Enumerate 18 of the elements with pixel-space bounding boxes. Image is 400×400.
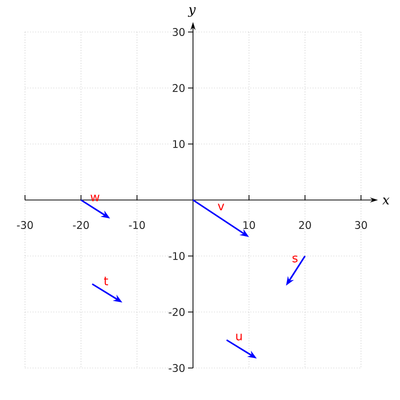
vector-label: t	[104, 276, 108, 286]
tick-label: 20	[299, 221, 311, 229]
tick-label: 10	[173, 140, 185, 148]
tick-label: 10	[243, 221, 255, 229]
tick-label: -20	[168, 308, 185, 316]
tick-label: -10	[128, 221, 145, 229]
vector-label: v	[218, 204, 224, 210]
tick-label: -10	[168, 252, 185, 260]
tick-label: -20	[72, 221, 89, 229]
axis-label: y	[188, 7, 196, 17]
tick-label: -30	[16, 221, 33, 229]
tick-label: 30	[172, 28, 185, 36]
tick-label: 20	[172, 84, 185, 92]
vector-label: s	[292, 256, 298, 262]
vector-label: u	[236, 334, 242, 340]
tick-label: 30	[355, 221, 367, 229]
axis-label: x	[382, 198, 390, 204]
tick-label: -30	[168, 364, 185, 372]
